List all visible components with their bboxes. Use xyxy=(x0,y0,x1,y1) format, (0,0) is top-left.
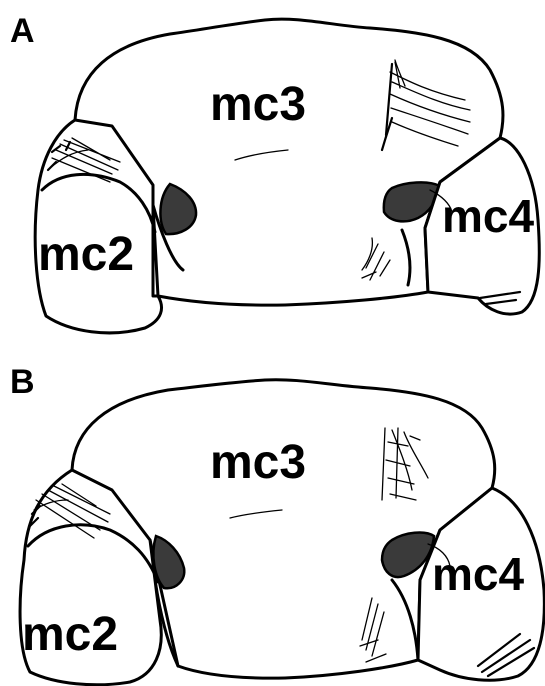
panel-a-mc4-label: mc4 xyxy=(442,190,534,242)
panel-a-letter: A xyxy=(10,12,35,50)
panel-a-mc2-label: mc2 xyxy=(38,228,134,281)
panel-b-letter: B xyxy=(10,363,35,401)
panel-b: B mc3 mc2 mc4 xyxy=(10,363,544,685)
panel-b-mc3-label: mc3 xyxy=(210,436,306,489)
panel-b-mc2-label: mc2 xyxy=(22,608,118,661)
panel-b-mc4-label: mc4 xyxy=(432,548,524,600)
panel-a: A mc3 mc2 mc4 xyxy=(10,12,539,333)
panel-a-mc3-label: mc3 xyxy=(210,78,306,131)
